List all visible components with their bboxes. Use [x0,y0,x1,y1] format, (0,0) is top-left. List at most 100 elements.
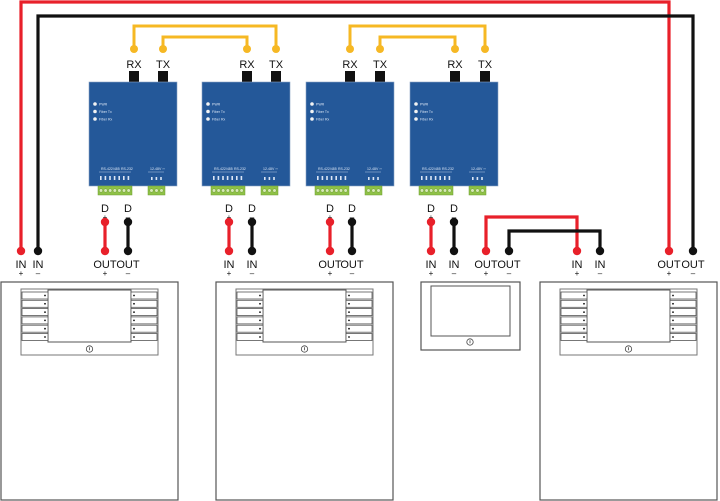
pin-mark [434,176,437,180]
button-led [348,319,350,322]
status-led [310,109,314,114]
terminal-screw [325,188,330,193]
terminal-dot [224,246,234,256]
terminal-screw [438,188,443,193]
power-icon [300,345,309,353]
pin-mark [444,176,446,180]
panel-button [21,333,49,341]
fiber-layer [130,24,489,53]
terminal-screw [149,188,154,193]
fiber-port-plug [450,71,460,83]
terminal-screw [216,188,221,193]
wire-negative-bridge [507,229,602,250]
terminal-label: IN [224,259,235,271]
button-led [133,311,135,313]
panel-button [236,333,264,341]
terminal-dot [33,246,43,256]
terminal-dot [100,246,110,256]
panel-display [47,289,132,343]
button-led [348,311,350,313]
terminal-sign: + [667,269,672,278]
terminal-screw [371,188,376,193]
pin-mark [472,177,474,180]
led-label: PWR [316,102,325,106]
terminal-sign: + [328,269,333,278]
button-led [348,294,350,297]
panel-button [345,324,373,333]
status-led [93,102,97,106]
terminal-screw [159,188,164,193]
pin-mark [330,176,333,180]
jumper-dot-negative [123,217,133,227]
power-icon [624,345,633,353]
panel-2 [215,281,394,501]
panel-1 [0,281,179,501]
pin-mark [109,176,111,180]
terminal-sign: – [350,269,355,278]
data-terminal-sign: – [452,213,457,222]
terminal-screw [433,188,438,193]
fiber-connector-dot [376,45,384,53]
button-led [583,302,585,305]
terminal-sign: + [227,269,232,278]
fiber-port-plug [480,71,490,83]
button-led [44,302,46,305]
button-led [259,336,261,338]
panel-button [560,291,588,300]
terminal-dot [572,246,582,256]
panel-button [21,316,49,325]
panel-terminal: IN+ [572,246,583,278]
terminal-dot [347,246,357,256]
terminal-label: OUT [474,259,498,271]
panel-terminal: OUT+ [474,246,498,278]
pin-mark [151,177,153,180]
panel-display [262,289,347,343]
terminal-label: OUT [116,259,140,271]
button-led [583,294,585,297]
led-label: Fiber Rx [420,117,433,121]
data-terminal-label: D [348,203,356,215]
panel-display [586,289,671,343]
data-terminal-label: D [450,203,458,215]
terminal-group-label: RS-422/485 [101,167,120,171]
data-terminal-sign: – [250,213,255,222]
panel-terminal: OUT+ [93,246,117,278]
pin-mark [268,177,271,180]
terminal-label: OUT [93,259,117,271]
panel-button [345,316,373,325]
terminal-screw [126,188,131,193]
button-led [259,319,261,322]
status-led [206,102,210,106]
pin-mark [481,177,483,180]
pin-mark [326,176,328,180]
panel-terminal: IN– [33,246,44,278]
terminal-screw [225,188,230,193]
terminal-group-label: RS-232 [338,167,350,171]
panel-terminal: OUT+ [318,246,342,278]
converter-body [88,81,178,187]
terminal-dot [449,246,459,256]
pin-mark [372,177,375,180]
panel-button [669,324,697,333]
terminal-screw [443,188,448,193]
data-terminal-sign: – [350,213,355,222]
panel-button [21,324,49,333]
power-icon [85,345,94,353]
button-led [44,311,46,313]
button-led [133,302,135,305]
terminal-screw [447,188,452,193]
pin-mark [240,176,243,180]
terminal-group-label: RS-232 [442,167,454,171]
panel-terminal: IN+ [16,246,27,278]
data-terminal-sign: + [429,213,434,222]
fiber-port-label-tx: TX [478,59,493,71]
power-ring [300,345,309,353]
fiber-link-1a [132,24,278,48]
fiber-port-plug [345,71,355,83]
button-led [672,311,674,313]
button-led [348,336,350,338]
terminal-sign: + [429,269,434,278]
status-led [93,117,97,121]
terminal-screw [117,188,122,193]
panel-terminal: IN– [595,246,606,278]
